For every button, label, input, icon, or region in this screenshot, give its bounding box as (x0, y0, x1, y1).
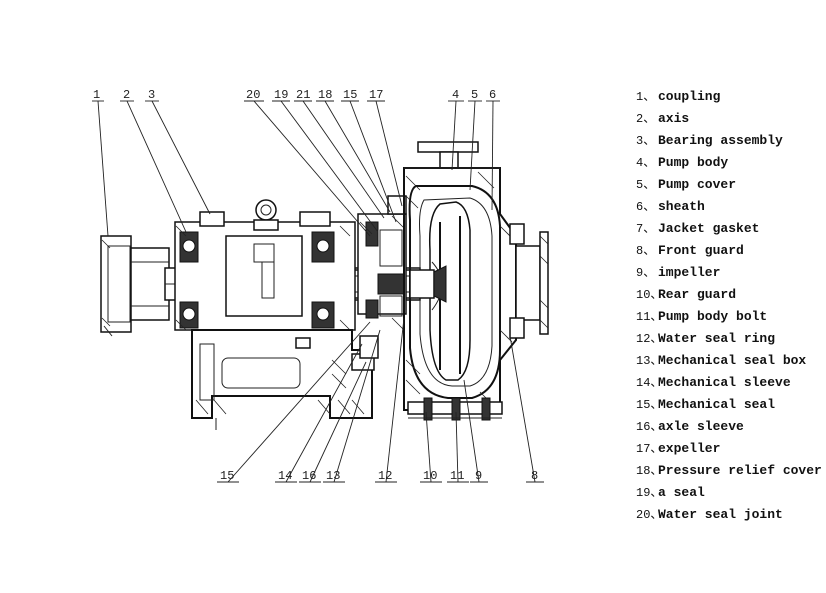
callout-21: 21 (296, 88, 310, 102)
callout-11: 11 (450, 469, 464, 483)
legend-label: Jacket gasket (658, 221, 760, 236)
bearing-assembly-drawing (174, 199, 356, 331)
callout-3: 3 (148, 88, 155, 102)
bracket-base-drawing (191, 329, 373, 430)
legend-number: 9、 (636, 266, 656, 280)
legend-label: Bearing assembly (658, 133, 783, 148)
legend-number: 18、 (636, 464, 663, 478)
legend-label: axle sleeve (658, 419, 744, 434)
legend-number: 19、 (636, 486, 663, 500)
callout-13: 13 (326, 469, 340, 483)
callout-9: 9 (475, 469, 482, 483)
legend-item: 15、Mechanical seal (636, 394, 822, 416)
legend-item: 8、Front guard (636, 240, 822, 262)
legend-number: 1、 (636, 90, 656, 104)
legend-label: Mechanical sleeve (658, 375, 791, 390)
legend-item: 5、Pump cover (636, 174, 822, 196)
legend-item: 12、Water seal ring (636, 328, 822, 350)
legend-number: 5、 (636, 178, 656, 192)
legend-label: Mechanical seal box (658, 353, 807, 368)
legend-number: 15、 (636, 398, 663, 412)
seal-assembly-drawing (351, 195, 407, 371)
legend-label: Pressure relief cover (658, 463, 822, 478)
legend-item: 3、Bearing assembly (636, 130, 822, 152)
legend-item: 19、a seal (636, 482, 822, 504)
legend-label: coupling (658, 89, 721, 104)
legend-number: 16、 (636, 420, 663, 434)
legend-number: 2、 (636, 112, 656, 126)
legend-number: 8、 (636, 244, 656, 258)
pump-casing-drawing (403, 141, 517, 411)
legend-number: 14、 (636, 376, 663, 390)
coupling-drawing (100, 235, 170, 337)
legend-number: 7、 (636, 222, 656, 236)
legend-item: 20、Water seal joint (636, 504, 822, 526)
legend-label: impeller (658, 265, 721, 280)
legend-number: 3、 (636, 134, 656, 148)
legend-label: Rear guard (658, 287, 737, 302)
legend-number: 17、 (636, 442, 663, 456)
legend-item: 16、axle sleeve (636, 416, 822, 438)
legend-item: 14、Mechanical sleeve (636, 372, 822, 394)
callout-18: 18 (318, 88, 332, 102)
callout-16: 16 (302, 469, 316, 483)
callout-15-bottom: 15 (220, 469, 234, 483)
callout-19: 19 (274, 88, 288, 102)
legend-label: Water seal ring (658, 331, 776, 346)
legend-item: 7、Jacket gasket (636, 218, 822, 240)
front-guard-flange-drawing (509, 223, 549, 339)
legend-item: 10、Rear guard (636, 284, 822, 306)
legend-number: 11、 (636, 310, 663, 324)
legend-item: 9、impeller (636, 262, 822, 284)
legend-item: 17、expeller (636, 438, 822, 460)
callout-20: 20 (246, 88, 260, 102)
legend-label: Pump body bolt (658, 309, 768, 324)
legend-item: 2、axis (636, 108, 822, 130)
legend-number: 13、 (636, 354, 663, 368)
callout-1: 1 (93, 88, 100, 102)
callout-17: 17 (369, 88, 383, 102)
legend-item: 1、coupling (636, 86, 822, 108)
legend-number: 4、 (636, 156, 656, 170)
callout-8: 8 (531, 469, 538, 483)
callout-6: 6 (489, 88, 496, 102)
legend-label: Mechanical seal (658, 397, 776, 412)
legend-item: 4、Pump body (636, 152, 822, 174)
callout-14: 14 (278, 469, 292, 483)
legend-number: 20、 (636, 508, 663, 522)
callout-numbers: 1 2 3 20 19 21 18 15 17 4 5 6 15 14 16 1… (93, 88, 538, 483)
legend-label: Pump body (658, 155, 729, 170)
callout-5: 5 (471, 88, 478, 102)
legend-item: 6、sheath (636, 196, 822, 218)
legend-label: sheath (658, 199, 705, 214)
callout-10: 10 (423, 469, 437, 483)
legend-label: a seal (658, 485, 705, 500)
callout-4: 4 (452, 88, 459, 102)
legend-number: 10、 (636, 288, 663, 302)
legend-label: Water seal joint (658, 507, 783, 522)
callout-12: 12 (378, 469, 392, 483)
legend-label: expeller (658, 441, 721, 456)
legend-item: 13、Mechanical seal box (636, 350, 822, 372)
pump-body-bolt-drawing (407, 397, 503, 421)
legend-label: Front guard (658, 243, 744, 258)
legend-item: 11、Pump body bolt (636, 306, 822, 328)
legend-number: 12、 (636, 332, 663, 346)
legend-label: Pump cover (658, 177, 737, 192)
leader-lines (92, 100, 544, 483)
legend-number: 6、 (636, 200, 656, 214)
legend-label: axis (658, 111, 690, 126)
callout-15-top: 15 (343, 88, 357, 102)
legend-item: 18、Pressure relief cover (636, 460, 822, 482)
callout-2: 2 (123, 88, 130, 102)
